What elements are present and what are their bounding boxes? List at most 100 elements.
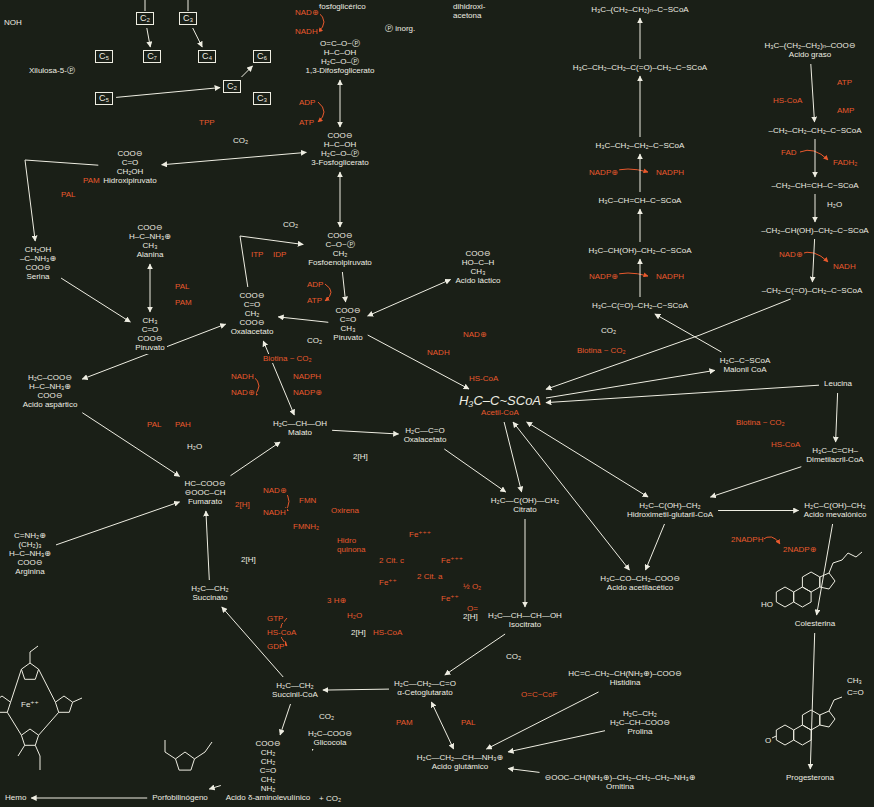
carbon-box: C₅ (95, 92, 113, 105)
structural-formula: O=C–O~Ⓟ H–C–OH H₂C–O–Ⓟ (320, 39, 360, 66)
compound-name: Acido aspártico (23, 400, 78, 410)
reaction-arrow (836, 393, 838, 442)
formula-line: H₂C—CH₂ (276, 681, 313, 690)
structural-formula: H₂C—C(OH)—CH₂ (491, 496, 559, 505)
cofactor-label: GTP (266, 614, 284, 623)
formula-line: CH₂ (256, 775, 281, 784)
structural-formula: H₂C—CH₂—C=O (394, 679, 456, 688)
metabolite-node: H₂C–C(OH)–CH₂Hidroximetil-glutaril-CoA (625, 500, 715, 521)
reaction-arrow (82, 413, 179, 477)
cofactor-label: NADH (426, 348, 451, 357)
annotation-label: Xilulosa-5-Ⓟ (28, 66, 76, 75)
reaction-arrow (206, 511, 209, 580)
formula-line: O=C–O~Ⓟ (320, 39, 360, 48)
reaction-arrow (646, 524, 665, 570)
annotation-label: 2[H] (350, 628, 367, 637)
carbon-line (145, 0, 146, 11)
reaction-arrow (445, 634, 505, 675)
cofactor-label: Hidro quinona (336, 536, 374, 554)
structural-formula: H₂C–COO⊖ H–C–NH₃⊕ COO⊖ (28, 373, 72, 400)
cofactor-label: ADP (306, 280, 324, 289)
compound-name: Prolina (610, 727, 670, 737)
compound-name: Piruvato (333, 333, 362, 343)
formula-line: H₂C—CH₂—CH—NH₃⊕ (417, 753, 503, 762)
side-chain (829, 552, 862, 573)
compound-name: Ornitina (544, 782, 695, 792)
carbon-count: C₃ (257, 93, 267, 104)
annotation-label: 2[H] (462, 612, 479, 621)
formula-line: H₂C–COO⊖ (308, 729, 352, 738)
ring (802, 710, 819, 730)
formula-line: CH₂ (256, 757, 281, 766)
structural-formula: HC=C–CH₂–CH(NH₃⊕)–COO⊖ (568, 669, 681, 678)
structural-formula: COO⊖ C=O CH₂OH (117, 149, 144, 176)
compound-name: Oxalacetato (404, 435, 447, 445)
formula-line: CH₂ (325, 249, 354, 258)
formula-line: HC=C–CH₂–CH(NH₃⊕)–COO⊖ (568, 669, 681, 678)
structural-formula: COO⊖ HO–C–H CH₃ (462, 249, 494, 276)
cofactor-label: NADH (230, 372, 255, 381)
compound-name: Succinil-CoA (272, 690, 318, 700)
progesterone-rings (772, 697, 842, 745)
formula-line: H₃C–CO–CH₂–COO⊖ (600, 574, 680, 583)
carbon-count: C₅ (99, 93, 109, 104)
structural-formula: CH₃ C=O COO⊖ (138, 316, 163, 343)
porphobilinogen-ring (165, 740, 212, 770)
structural-formula: –CH₂–C(=O)–CH₂–C~SCoA (762, 286, 862, 295)
cofactor-label: NAD⊕ (230, 388, 256, 397)
reaction-arrow (508, 769, 539, 773)
cofactor-label: NADP⊕ (588, 168, 619, 177)
cofactor-label: ATP (836, 78, 853, 87)
reaction-arrow (815, 194, 816, 222)
formula-line: H–C–NH₃⊕ (28, 382, 72, 391)
carbon-box: C₃ (179, 12, 197, 25)
metabolite-node: H₃C–(CH₂–CH₂)ₙ–COO⊖Acido graso (763, 40, 858, 61)
compound-name: Leucina (824, 379, 852, 389)
annotation-label: dihidroxi-acetona (452, 2, 506, 20)
metabolite-node: COO⊖ C=O CH₂ COO⊖Oxalacetato (229, 290, 276, 338)
cofactor-label: NADH (832, 262, 857, 271)
formula-line: H₂C—C=O (405, 426, 444, 435)
formula-line: (CH₂)₃ (9, 540, 51, 549)
formula-line: COO⊖ (325, 231, 354, 240)
ring (21, 729, 38, 745)
cofactor-label: TPP (198, 118, 216, 127)
metabolite-node: H₂C–CH₂ H₂C–CH–COO⊖Prolina (608, 708, 672, 738)
compound-name: Acido graso (765, 50, 856, 60)
metabolite-node: H₃C–CH=CH–C~SCoA (597, 195, 684, 206)
structural-formula: H₂C–C(OH)–CH₂ (804, 501, 865, 510)
cofactor-label: O=C~CoF (520, 690, 558, 699)
formula-line: H₂C—CH₂ (191, 584, 228, 593)
annotation-label: CO₂ (505, 652, 522, 661)
side-chain (30, 646, 38, 663)
compound-name: Piruvato (135, 343, 164, 353)
reaction-arrow (718, 510, 799, 511)
metabolite-node: H₃C–C=CH–Dimetilacril-CoA (804, 445, 865, 466)
reaction-arrow (368, 335, 469, 389)
reaction-arrow (810, 633, 814, 769)
cofactor-label: 2[H] (234, 500, 251, 509)
structural-formula: H₂C–C(OH)–CH₂ (639, 501, 700, 510)
carbon-box: C₄ (198, 50, 216, 63)
reaction-arrow (444, 449, 505, 492)
metabolite-node: H₃C–C~SCoAAcetil-CoA (457, 392, 543, 419)
cofactor-label: HS-CoA (770, 440, 801, 449)
formula-line: H₃C–(CH₂–CH₂)ₙ–COO⊖ (765, 41, 856, 50)
formula-line: CH₂OH (117, 167, 144, 176)
formula-line: CH₂ (256, 748, 281, 757)
metabolite-node: H₂C—CH₂—C=Oα-Cetoglutarato (392, 678, 458, 699)
reaction-arrow (342, 272, 345, 302)
cofactor-label: 2NADPH (730, 535, 764, 544)
formula-line: H–C–OH (321, 140, 359, 149)
cofactor-label: FMN (298, 496, 317, 505)
carbon-box: C₂ (223, 80, 241, 93)
metabolite-node: HC=C–CH₂–CH(NH₃⊕)–COO⊖Histidina (566, 668, 683, 689)
metabolite-node: H₃C–C(=O)–CH₂–C~SCoA (590, 300, 690, 311)
reaction-arrow (525, 519, 526, 607)
cofactor-label: NADH (262, 508, 287, 517)
cofactor-label: NADH (294, 27, 319, 36)
reaction-arrow (368, 280, 451, 316)
formula-line: CH₃ (462, 267, 494, 276)
compound-name: Acetil-CoA (459, 408, 541, 418)
cofactor-label: ADP (298, 98, 316, 107)
